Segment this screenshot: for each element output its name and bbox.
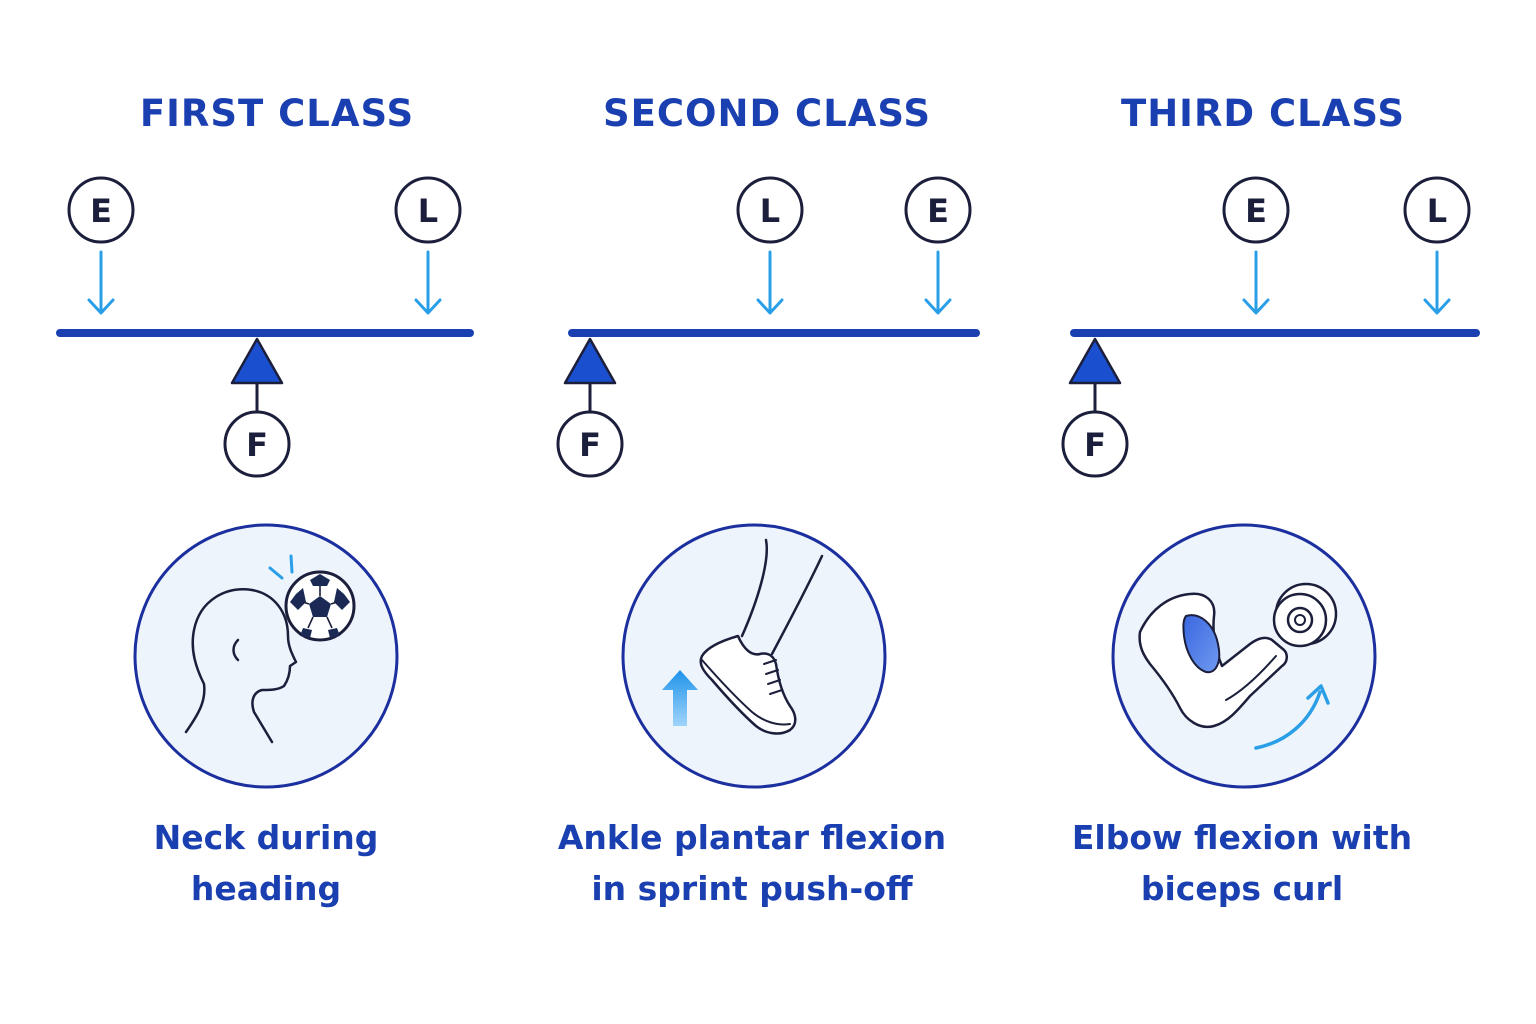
caption-line-2: in sprint push-off	[591, 869, 913, 908]
second-class-caption: Ankle plantar flexion in sprint push-off	[532, 812, 972, 914]
first-class-lever: E L F	[56, 176, 474, 478]
caption-line-2: heading	[190, 869, 342, 908]
third-class-caption: Elbow flexion with biceps curl	[1022, 812, 1462, 914]
fulcrum-label: F	[579, 426, 601, 464]
fulcrum-marker: F	[556, 410, 624, 478]
load-arrow	[1423, 250, 1451, 315]
first-class-caption: Neck during heading	[46, 812, 486, 914]
effort-arrow	[924, 250, 952, 315]
caption-line-1: Elbow flexion with	[1071, 818, 1413, 857]
fulcrum-marker: F	[1061, 410, 1129, 478]
load-arrow	[414, 250, 442, 315]
effort-arrow	[1242, 250, 1270, 315]
caption-line-1: Ankle plantar flexion	[557, 818, 947, 857]
second-class-title: SECOND CLASS	[602, 92, 932, 135]
third-class-lever: E L F	[1061, 176, 1480, 478]
load-marker: L	[736, 176, 804, 244]
caption-line-1: Neck during	[153, 818, 379, 857]
third-class-title: THIRD CLASS	[1120, 92, 1406, 135]
fulcrum-label: F	[1084, 426, 1106, 464]
fulcrum-label: F	[246, 426, 268, 464]
effort-label: E	[927, 192, 949, 230]
fulcrum-triangle	[230, 337, 284, 385]
arm-biceps-curl-dumbbell-icon	[1111, 523, 1377, 789]
first-class-title: FIRST CLASS	[139, 92, 415, 135]
head-heading-soccer-ball-icon	[133, 523, 399, 789]
second-class-lever: L E F	[556, 176, 980, 478]
load-label: L	[1427, 192, 1447, 230]
effort-label: E	[1245, 192, 1267, 230]
load-arrow	[756, 250, 784, 315]
load-marker: L	[1403, 176, 1471, 244]
load-label: L	[760, 192, 780, 230]
fulcrum-triangle	[563, 337, 617, 385]
effort-arrow	[87, 250, 115, 315]
foot-sprint-push-off-icon	[621, 523, 887, 789]
effort-marker: E	[67, 176, 135, 244]
effort-label: E	[90, 192, 112, 230]
fulcrum-marker: F	[223, 410, 291, 478]
caption-line-2: biceps curl	[1140, 869, 1344, 908]
effort-marker: E	[904, 176, 972, 244]
fulcrum-triangle	[1068, 337, 1122, 385]
load-marker: L	[394, 176, 462, 244]
effort-marker: E	[1222, 176, 1290, 244]
load-label: L	[418, 192, 438, 230]
